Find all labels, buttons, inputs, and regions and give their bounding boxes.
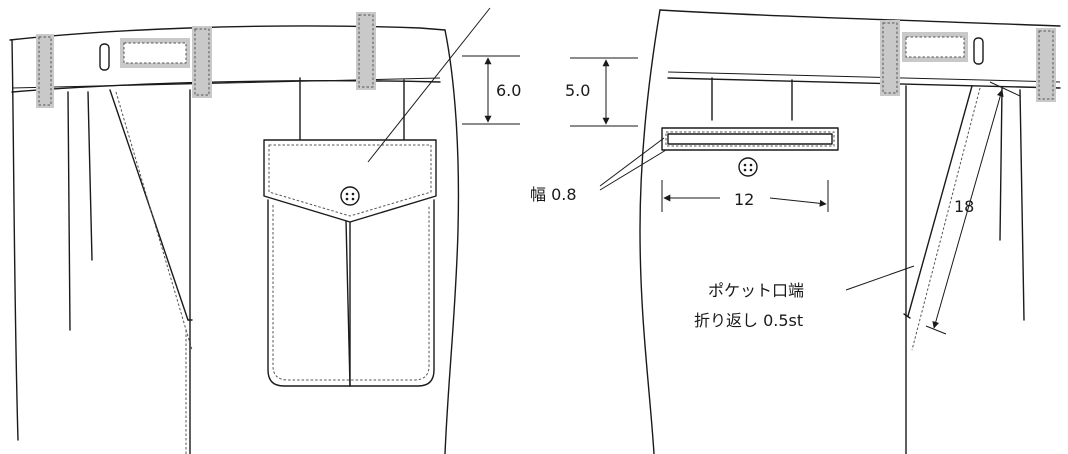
welt-length-dimension: 12 xyxy=(661,180,829,212)
right-belt-loop-1 xyxy=(880,20,900,96)
pocket-edge-label-1: ポケット口端 xyxy=(708,281,804,300)
flap-button xyxy=(340,186,360,206)
left-buttonhole xyxy=(99,43,110,71)
pocket-edge-label-2: 折り返し 0.5st xyxy=(694,311,803,330)
welt-width-label: 幅 0.8 xyxy=(530,185,577,204)
left-waistband xyxy=(9,25,446,41)
right-waistband xyxy=(659,9,1061,27)
right-trouser-view: 5.0 幅 0.8 12 18 ポケット口端 折り返し 0.5st xyxy=(530,9,1061,454)
welt-pocket xyxy=(661,127,839,151)
flap-depth-label: 6.0 xyxy=(496,81,521,100)
slant-pocket-dimension: 18 xyxy=(925,81,1021,335)
right-belt-loop-2 xyxy=(1036,28,1056,102)
left-belt-loop-1 xyxy=(36,34,54,108)
flap-patch-pocket xyxy=(263,139,437,387)
welt-length-label: 12 xyxy=(734,190,754,209)
back-button xyxy=(738,157,758,177)
left-belt-loop-3 xyxy=(356,12,376,90)
welt-width-callout: 幅 0.8 xyxy=(530,137,667,204)
pocket-edge-callout: ポケット口端 折り返し 0.5st xyxy=(694,265,915,330)
slant-pocket-length-label: 18 xyxy=(954,197,974,216)
right-buttonhole xyxy=(973,37,984,65)
left-belt-loop-2 xyxy=(192,26,212,98)
welt-depth-label: 5.0 xyxy=(565,81,590,100)
welt-depth-dimension: 5.0 xyxy=(565,57,638,127)
left-side-seam xyxy=(11,39,19,441)
pocket-flap xyxy=(263,139,437,223)
left-trouser-view: 6.0 xyxy=(9,7,521,454)
flap-depth-dimension: 6.0 xyxy=(462,55,521,125)
